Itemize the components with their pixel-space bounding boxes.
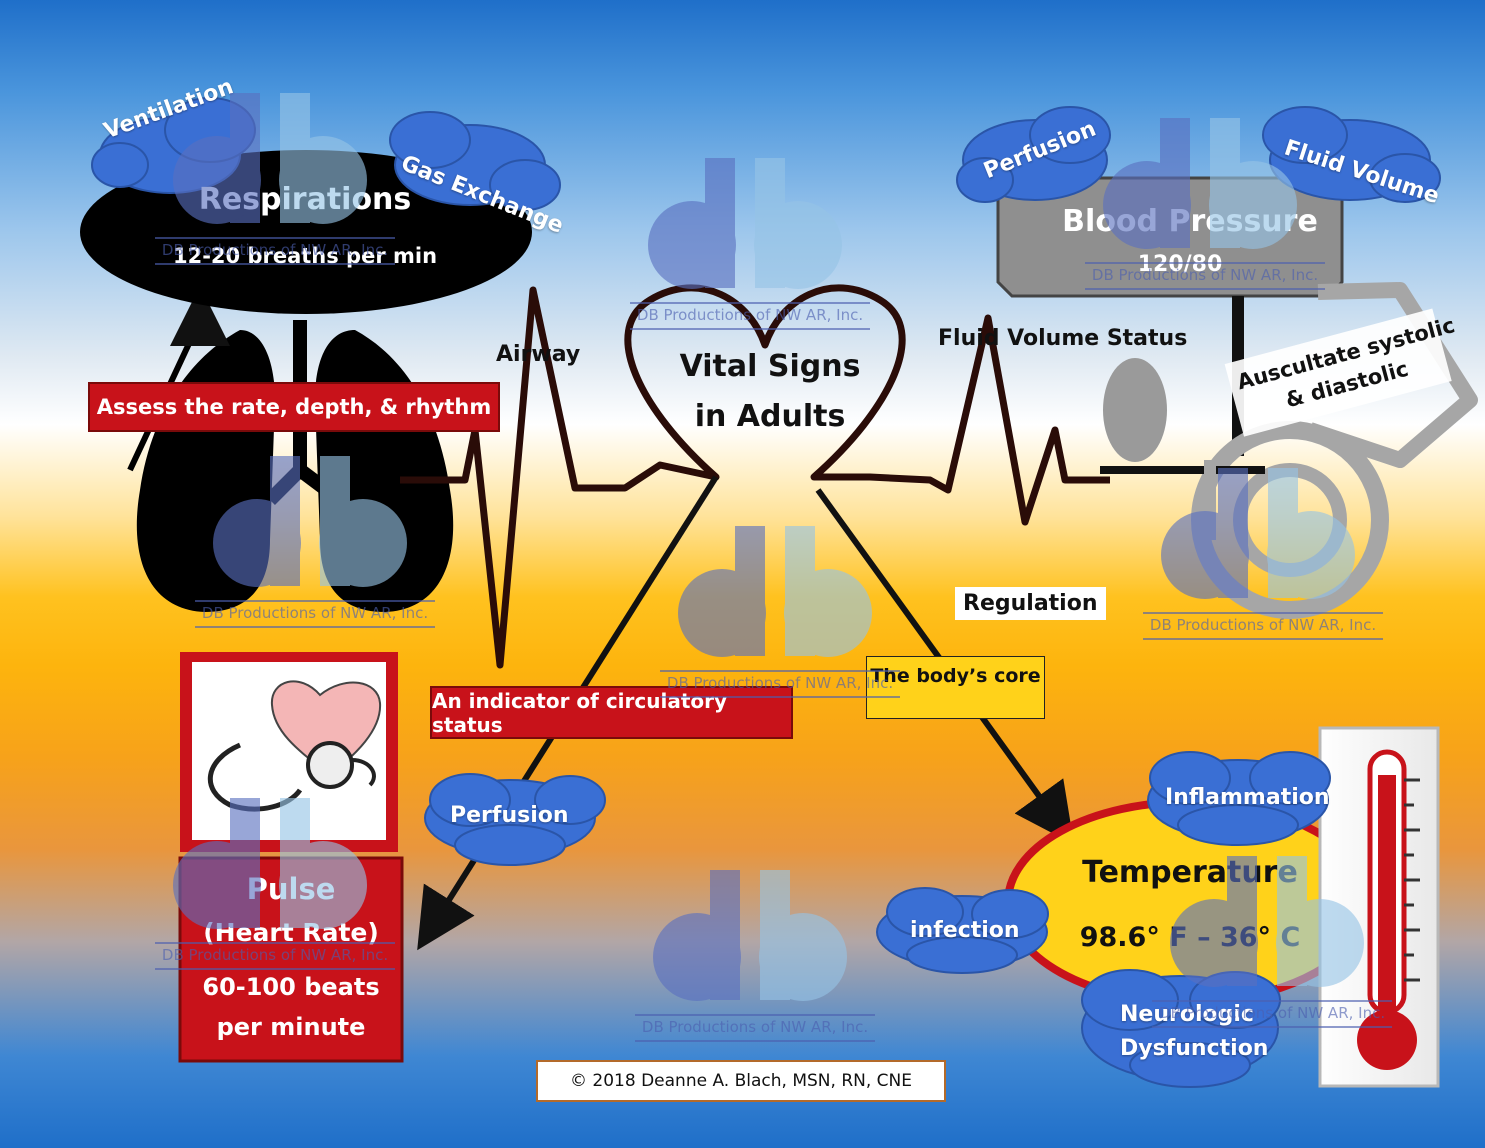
airway-label: Airway (496, 342, 581, 367)
temperature-value: 98.6° F – 36° C (1079, 922, 1301, 953)
ecg-heart-line (400, 284, 1110, 669)
cloud-infection (876, 887, 1049, 974)
auscultate-banner (1224, 308, 1452, 437)
pulse-value-line2: per minute (216, 1013, 366, 1041)
copyright: © 2018 Deanne A. Blach, MSN, RN, CNE (536, 1060, 946, 1102)
body-core-label: The body’s core (866, 656, 1045, 719)
pulse-value-line1: 60-100 beats (202, 973, 380, 1001)
page-title-line1: Vital Signs (679, 349, 861, 384)
respirations-assess-banner: Assess the rate, depth, & rhythm (88, 382, 500, 432)
regulation-label: Regulation (955, 587, 1106, 620)
blood-pressure-value: 120/80 (1137, 252, 1223, 277)
temperature-title: Temperature (1082, 855, 1298, 890)
pulse-title: Pulse (246, 872, 336, 906)
lungs-icon (127, 316, 454, 612)
fluid-volume-status-label: Fluid Volume Status (938, 326, 1188, 351)
infection-label: infection (910, 918, 1020, 943)
thermometer-icon (1318, 726, 1440, 1088)
respirations-value: 12-20 breaths per min (172, 244, 438, 268)
page-title: Vital Signs in Adults (660, 342, 880, 442)
inflammation-label: Inflammation (1165, 785, 1330, 810)
neurologic-label: Neurologic Dysfunction (1120, 998, 1268, 1066)
circulatory-status-banner: An indicator of circulatory status (430, 686, 793, 739)
pulse-subtitle: (Heart Rate) (203, 918, 379, 947)
page-title-line2: in Adults (694, 399, 846, 434)
cloud-neurologic (1081, 969, 1281, 1088)
cloud-perfusion-pulse (424, 773, 606, 866)
cloud-inflammation (1147, 751, 1331, 846)
cloud-perfusion-bp (956, 106, 1111, 203)
cloud-fluid-volume (1262, 106, 1441, 203)
perfusion-pulse-label: Perfusion (450, 803, 569, 828)
respirations-title: Respirations (198, 182, 412, 217)
neurologic-line1: Neurologic (1120, 1002, 1254, 1027)
neurologic-line2: Dysfunction (1120, 1036, 1269, 1061)
pulse-image (180, 652, 398, 852)
cloud-gas-exchange (389, 111, 561, 211)
blood-pressure-title: Blood Pressure (1062, 204, 1318, 239)
